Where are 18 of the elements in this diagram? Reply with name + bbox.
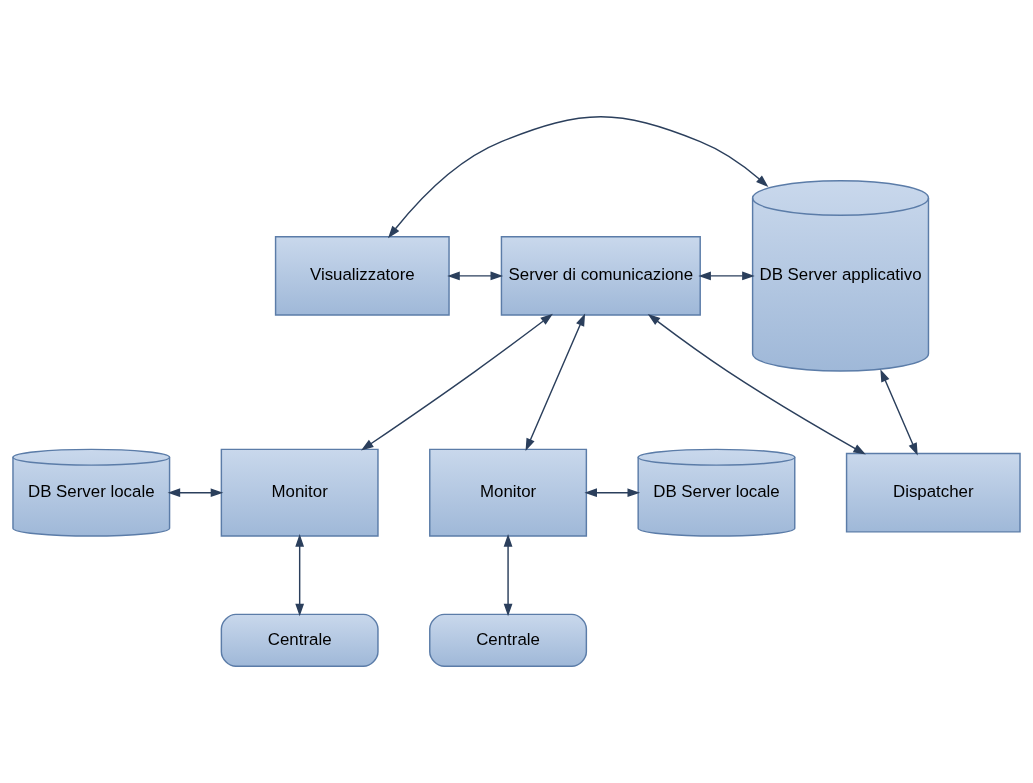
node-box: Visualizzatore [274, 236, 450, 316]
arrow [361, 313, 553, 451]
node-box: Monitor [220, 448, 379, 537]
arrow [698, 271, 755, 281]
arrow [388, 116, 769, 239]
arrow [447, 271, 504, 281]
arrow [880, 369, 918, 456]
arrow [647, 313, 866, 455]
node-box: Dispatcher [845, 452, 1021, 533]
node-box: Centrale [429, 613, 588, 667]
arrow [503, 534, 513, 617]
arrow [584, 488, 641, 498]
node-box: Server di comunicazione [500, 236, 701, 316]
node-box: Centrale [220, 613, 379, 667]
arrow [295, 534, 305, 617]
arrow [525, 313, 586, 452]
node-box: Monitor [429, 448, 588, 537]
arrow [167, 488, 224, 498]
